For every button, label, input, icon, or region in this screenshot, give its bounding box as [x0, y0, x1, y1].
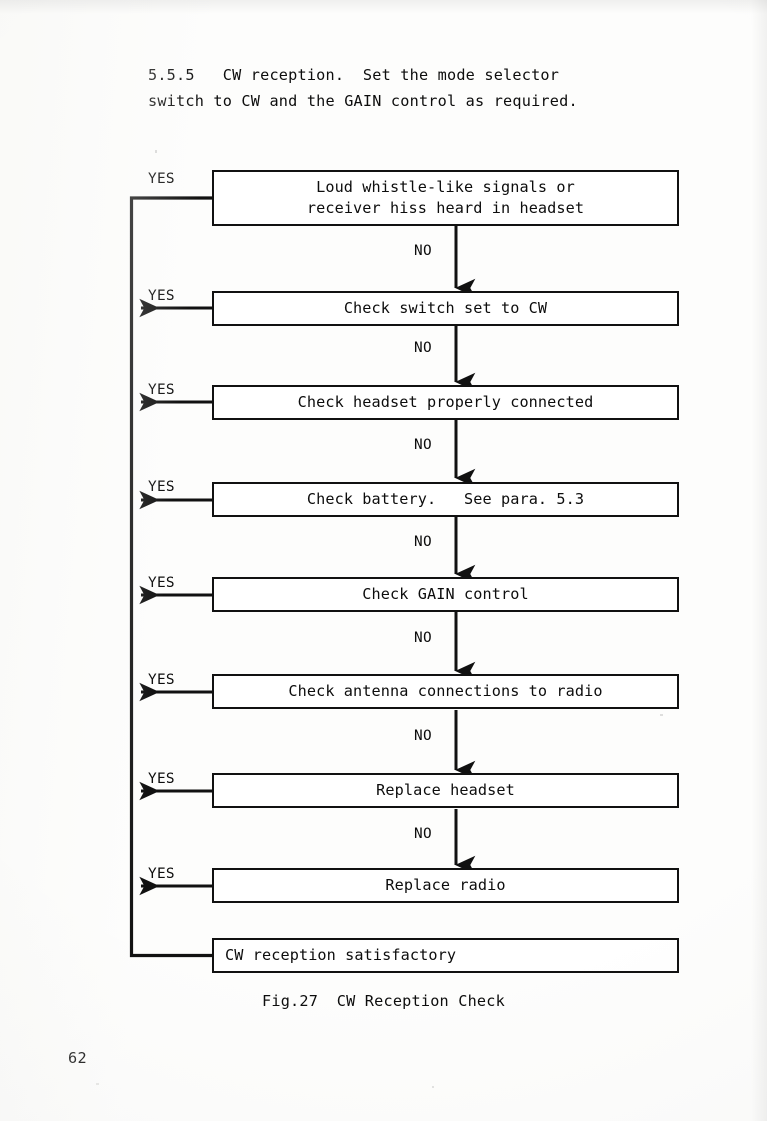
flow-node-7[interactable]: Replace headset: [212, 773, 679, 808]
flow-edge-label-yes-5: YES: [148, 575, 175, 591]
flow-node-9-terminal[interactable]: CW reception satisfactory: [212, 938, 679, 973]
flow-edge-label-yes-8: YES: [148, 866, 175, 882]
flow-edge-label-yes-7: YES: [148, 771, 175, 787]
flow-edge-label-no-5: NO: [414, 630, 432, 646]
flow-node-1-text: Loud whistle-like signals or receiver hi…: [306, 178, 585, 217]
flow-node-6-text: Check antenna connections to radio: [288, 682, 603, 700]
flow-node-2-text: Check switch set to CW: [343, 299, 548, 317]
flow-edge-label-yes-4: YES: [148, 479, 175, 495]
flow-node-9-text: CW reception satisfactory: [225, 946, 457, 964]
flow-node-4[interactable]: Check battery. See para. 5.3: [212, 482, 679, 517]
flow-edge-label-yes-6: YES: [148, 672, 175, 688]
flow-node-3[interactable]: Check headset properly connected: [212, 385, 679, 420]
flow-node-3-text: Check headset properly connected: [297, 393, 594, 411]
flow-node-5-text: Check GAIN control: [362, 585, 529, 603]
flow-node-2[interactable]: Check switch set to CW: [212, 291, 679, 326]
flow-node-8-text: Replace radio: [385, 876, 506, 894]
flow-edge-label-yes-1: YES: [148, 171, 175, 187]
flow-node-7-text: Replace headset: [376, 781, 515, 799]
flow-node-1[interactable]: Loud whistle-like signals or receiver hi…: [212, 170, 679, 226]
flow-node-6[interactable]: Check antenna connections to radio: [212, 674, 679, 709]
flow-edge-label-yes-3: YES: [148, 382, 175, 398]
flow-edge-label-no-2: NO: [414, 340, 432, 356]
flow-node-4-text: Check battery. See para. 5.3: [306, 490, 585, 508]
flow-edge-label-no-7: NO: [414, 826, 432, 842]
flow-edge-label-no-3: NO: [414, 437, 432, 453]
flow-node-5[interactable]: Check GAIN control: [212, 577, 679, 612]
page-number: 62: [68, 1049, 87, 1067]
flow-edge-label-no-4: NO: [414, 534, 432, 550]
flow-edge-label-no-1: NO: [414, 243, 432, 259]
flow-node-8[interactable]: Replace radio: [212, 868, 679, 903]
figure-caption: Fig.27 CW Reception Check: [262, 992, 505, 1010]
flow-edge-label-no-6: NO: [414, 728, 432, 744]
flow-edge-label-yes-2: YES: [148, 288, 175, 304]
